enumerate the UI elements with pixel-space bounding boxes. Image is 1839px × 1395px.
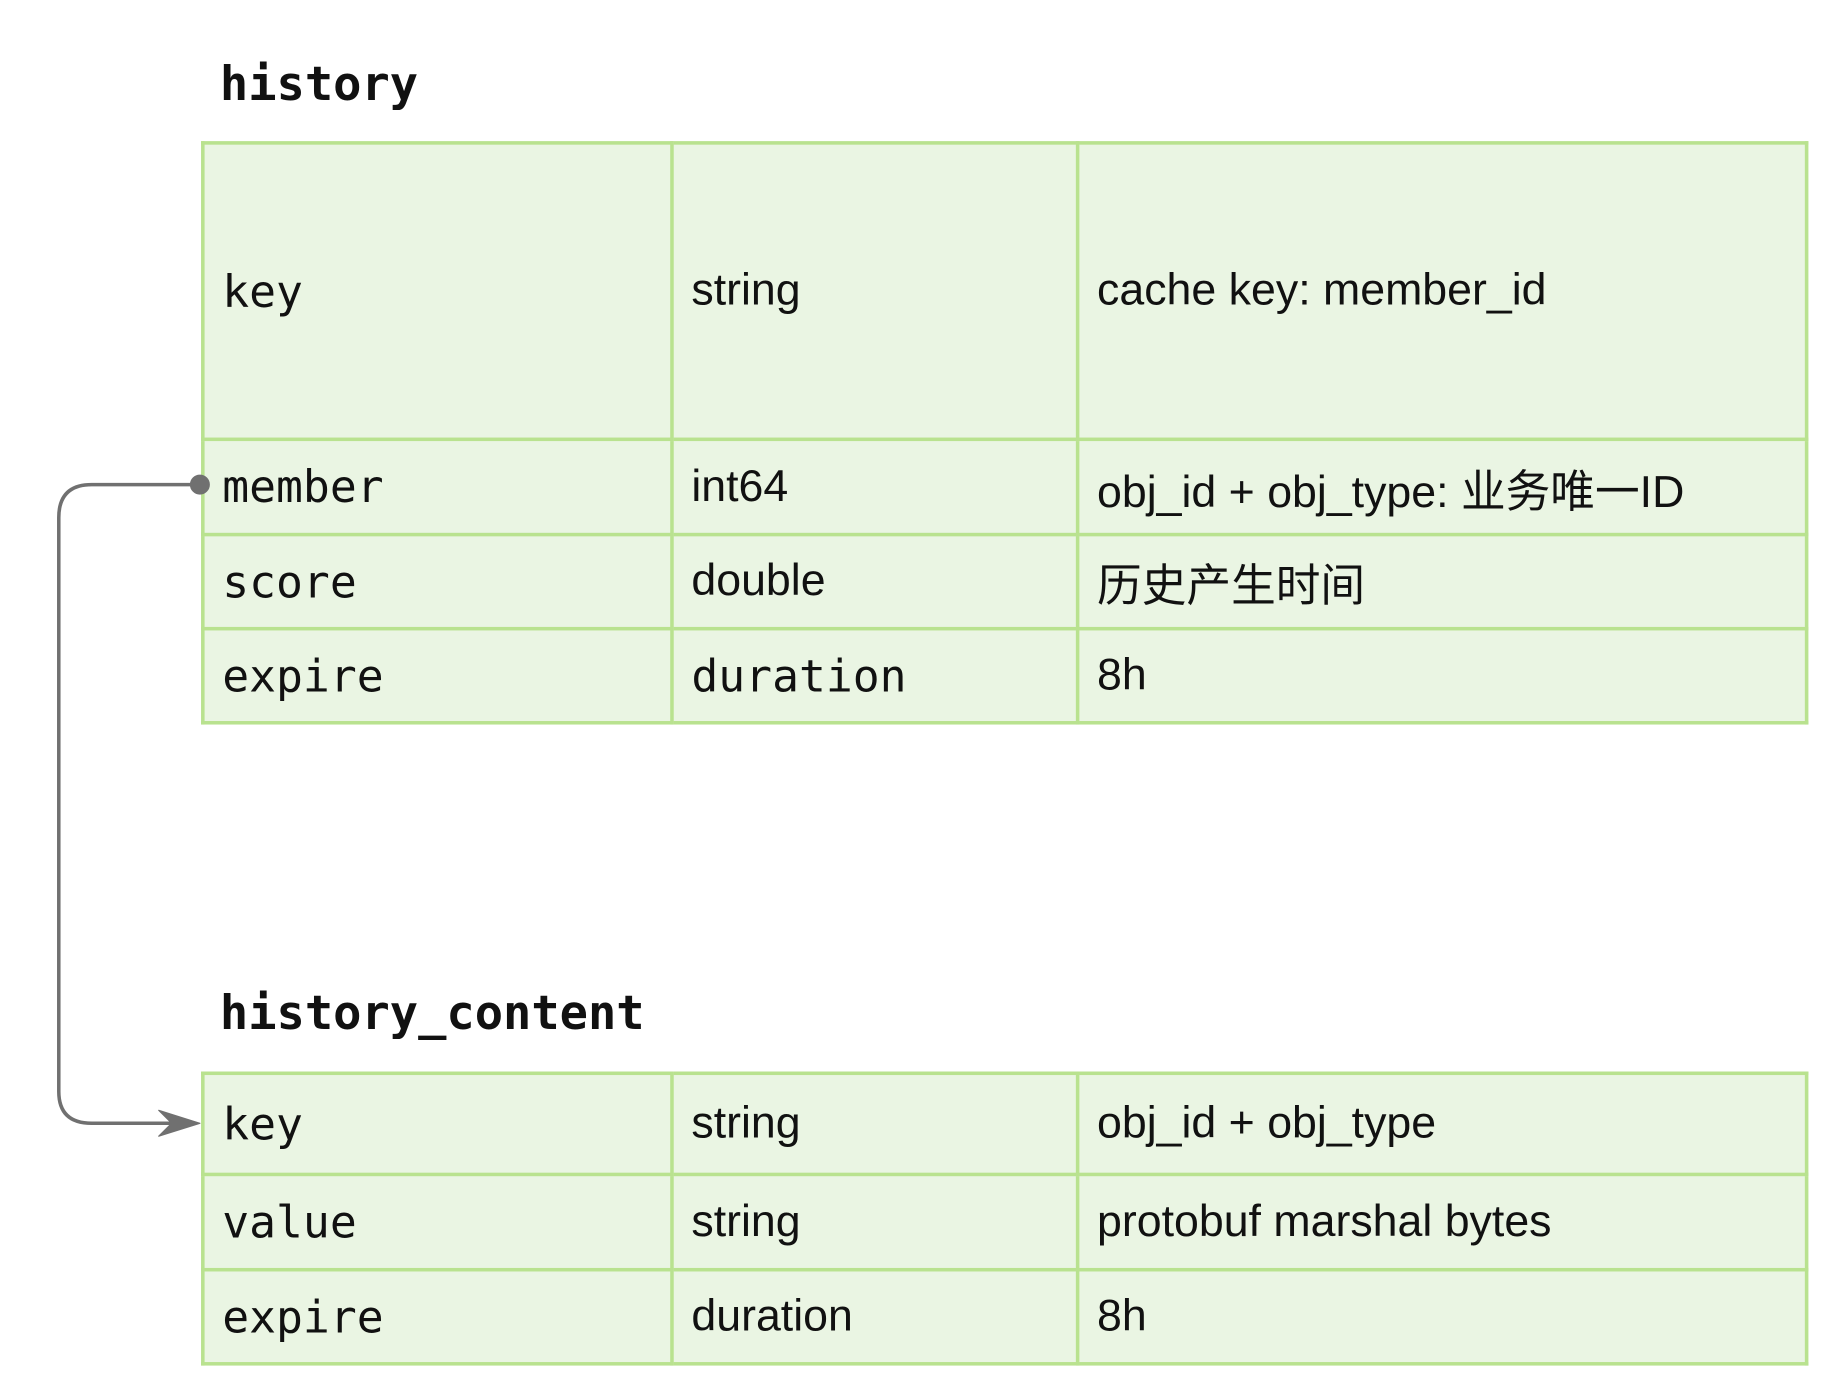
field-type-cell: duration [670,1267,1080,1366]
table-row: score double 历史产生时间 [201,532,1809,631]
field-desc-cell: obj_id + obj_type [1075,1071,1809,1177]
arrowhead-icon [158,1109,201,1137]
table-row: key string obj_id + obj_type [201,1071,1809,1177]
field-name-cell: key [201,1071,674,1177]
field-name-cell: value [201,1172,674,1272]
field-desc-cell: obj_id + obj_type: 业务唯一ID [1075,437,1809,537]
table-title-history-content: history_content [219,986,645,1041]
table-row: expire duration 8h [201,1267,1809,1366]
field-name-cell: key [201,141,674,442]
connector-start-dot [189,474,210,495]
field-desc-cell: 8h [1075,626,1809,725]
field-type-cell: string [670,1172,1080,1272]
field-type-cell: string [670,141,1080,442]
table-row: expire duration 8h [201,626,1809,725]
field-name-cell: expire [201,1267,674,1366]
table-row: value string protobuf marshal bytes [201,1172,1809,1272]
field-name-cell: score [201,532,674,631]
field-type-cell: duration [670,626,1080,725]
field-desc-cell: protobuf marshal bytes [1075,1172,1809,1272]
field-type-cell: string [670,1071,1080,1177]
field-type-cell: double [670,532,1080,631]
table-row: key string cache key: member_id [201,141,1809,442]
field-name-cell: expire [201,626,674,725]
field-desc-cell: 8h [1075,1267,1809,1366]
table-history-content: key string obj_id + obj_type value strin… [201,1071,1809,1366]
table-row: member int64 obj_id + obj_type: 业务唯一ID [201,437,1809,537]
table-title-history: history [219,57,419,112]
field-type-cell: int64 [670,437,1080,537]
table-history: key string cache key: member_id member i… [201,141,1809,725]
field-name-cell: member [201,437,674,537]
field-desc-cell: 历史产生时间 [1075,532,1809,631]
field-desc-cell: cache key: member_id [1075,141,1809,442]
connector-line [57,482,202,1126]
